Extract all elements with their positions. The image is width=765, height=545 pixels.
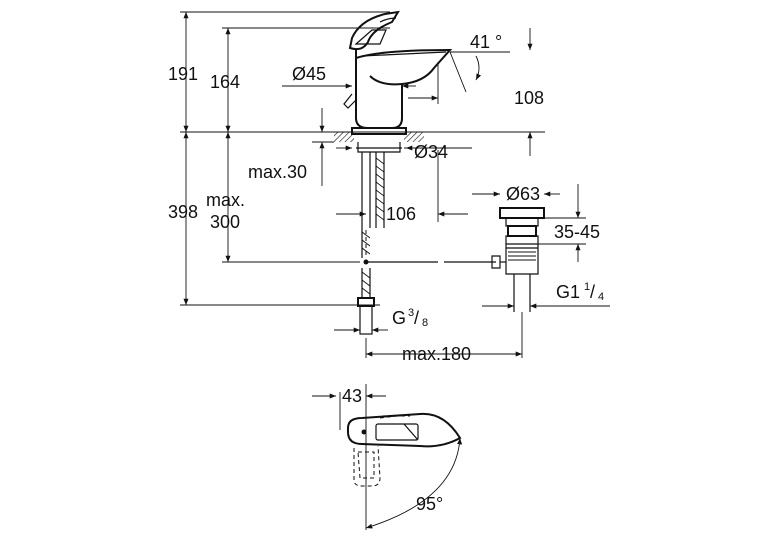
label-max-below-2: 300 <box>210 212 240 232</box>
label-waste-thread: G1 1 / 4 <box>556 281 604 303</box>
label-waste-diameter: Ø63 <box>506 184 540 204</box>
svg-text:G1: G1 <box>556 282 580 302</box>
label-spout-reach: 108 <box>514 88 544 108</box>
label-waste-range: 35-45 <box>554 222 600 242</box>
label-spout-height: 164 <box>210 72 240 92</box>
label-max-horizontal: max.180 <box>402 344 471 364</box>
dimension-lines <box>183 12 610 358</box>
lever-top-view <box>312 384 463 530</box>
label-lever-offset: 43 <box>342 386 362 406</box>
deck-reference-lines <box>180 11 545 306</box>
label-body-diameter: Ø45 <box>292 64 326 84</box>
label-hose-thread: G 3 / 8 <box>392 307 428 329</box>
svg-text:3: 3 <box>408 307 414 319</box>
svg-text:1: 1 <box>584 281 590 293</box>
label-hole-diameter: Ø34 <box>414 142 448 162</box>
svg-text:G: G <box>392 308 406 328</box>
label-max-below-1: max. <box>206 190 245 210</box>
label-max-deck: max.30 <box>248 162 307 182</box>
label-lever-angle: 95° <box>416 494 443 514</box>
pop-up-waste <box>491 207 545 312</box>
label-spout-angle: 41 ° <box>470 32 502 52</box>
pull-rod <box>363 259 496 265</box>
svg-text:4: 4 <box>598 291 604 303</box>
faucet-body <box>334 10 453 153</box>
svg-text:/: / <box>414 308 419 328</box>
label-waste-offset: 106 <box>386 204 416 224</box>
label-total-height: 191 <box>168 64 198 84</box>
dimension-labels: 191 164 41 ° Ø45 108 Ø34 max.30 398 max.… <box>168 32 604 514</box>
svg-text:/: / <box>590 282 595 302</box>
supply-hoses <box>357 152 385 335</box>
svg-text:8: 8 <box>422 317 428 329</box>
label-overall-below: 398 <box>168 202 198 222</box>
